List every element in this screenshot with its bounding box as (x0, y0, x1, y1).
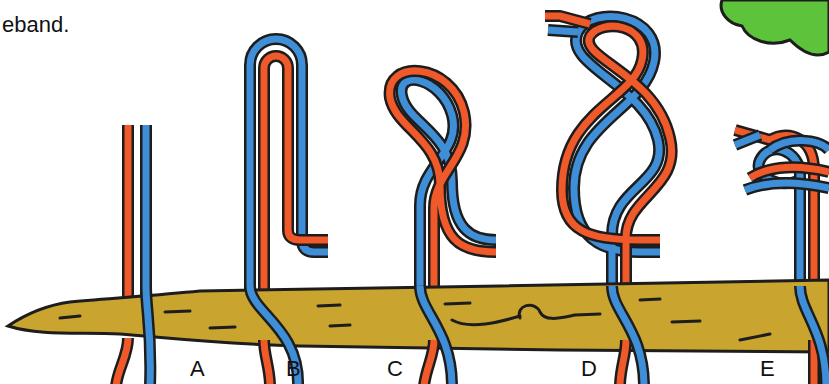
step-label: B (286, 358, 301, 380)
cord-outline (562, 26, 672, 300)
blue-cord (612, 286, 644, 384)
orange-cord (545, 16, 590, 24)
orange-cord (264, 340, 270, 384)
cord-outline (770, 141, 829, 150)
blue-cord (745, 183, 829, 190)
cord-outline (140, 125, 152, 300)
cord-outline (116, 338, 128, 384)
orange-cord (735, 130, 814, 300)
cord-outline (735, 130, 814, 300)
blue-cord (420, 286, 452, 384)
cord-outline (122, 125, 134, 300)
cord-outline (745, 183, 829, 190)
blue-cord (250, 39, 328, 300)
cord-outline (401, 80, 496, 300)
orange-cord (620, 340, 626, 384)
blue-cord (401, 80, 496, 300)
cord-outline (735, 135, 760, 145)
blue-cord (143, 125, 150, 300)
orange-cord (125, 125, 132, 300)
blue-cord (770, 141, 829, 150)
blue-cord (146, 286, 150, 384)
step-label: D (581, 358, 597, 380)
cord-outline (264, 56, 328, 300)
cord-outline (612, 286, 644, 384)
orange-cord (562, 26, 672, 300)
cord-outline (264, 340, 270, 384)
wood-grain (60, 299, 770, 340)
cord-outline (146, 286, 150, 384)
cord-outline (545, 16, 590, 24)
orange-cord (424, 340, 434, 384)
step-label: C (387, 358, 403, 380)
blue-cord (735, 135, 760, 145)
step-label: A (190, 358, 205, 380)
cord-outline (420, 286, 452, 384)
heading-fragment: eband. (2, 14, 69, 36)
blue-cord (800, 286, 826, 384)
orange-cord (750, 167, 829, 178)
foliage (721, 0, 829, 55)
cord-outline (620, 340, 626, 384)
cord-outline (750, 167, 829, 178)
cord-outline (424, 340, 434, 384)
orange-cord (390, 71, 496, 300)
cord-outline (800, 286, 826, 384)
blue-cord (548, 30, 578, 32)
orange-cord (264, 56, 328, 300)
cord-outline (390, 71, 496, 300)
cord-outline (250, 39, 328, 300)
cord-outline (548, 30, 578, 32)
orange-cord (116, 338, 128, 384)
step-label: E (760, 358, 775, 380)
